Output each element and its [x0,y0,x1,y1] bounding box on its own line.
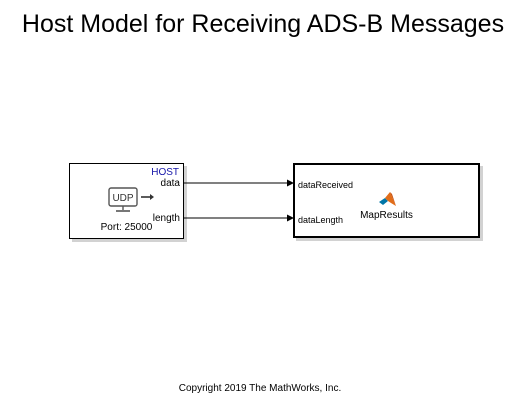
udp-icon-text: UDP [112,193,133,204]
matlab-logo-icon [379,192,396,206]
host-label: HOST [151,167,179,178]
map-results-block[interactable]: dataReceived dataLength MapResults [293,163,480,238]
arrowhead-data [287,179,294,187]
signal-line-data[interactable] [184,179,294,187]
udp-receive-block[interactable]: HOST data length UDP Port: 25000 [69,163,184,239]
output-port-length-label: length [152,213,180,224]
output-port-data-label: data [160,178,180,189]
input-port-datalength-label: dataLength [298,215,344,225]
input-port-datareceived-label: dataReceived [298,180,354,190]
arrowhead-length [287,214,294,222]
model-title: Host Model for Receiving ADS-B Messages [21,10,505,38]
signal-line-length[interactable] [184,214,294,222]
block-name-label: MapResults [360,210,413,221]
udp-monitor-icon: UDP [108,187,154,212]
copyright-text: Copyright 2019 The MathWorks, Inc. [178,383,342,394]
port-label: Port: 25000 [100,222,153,233]
